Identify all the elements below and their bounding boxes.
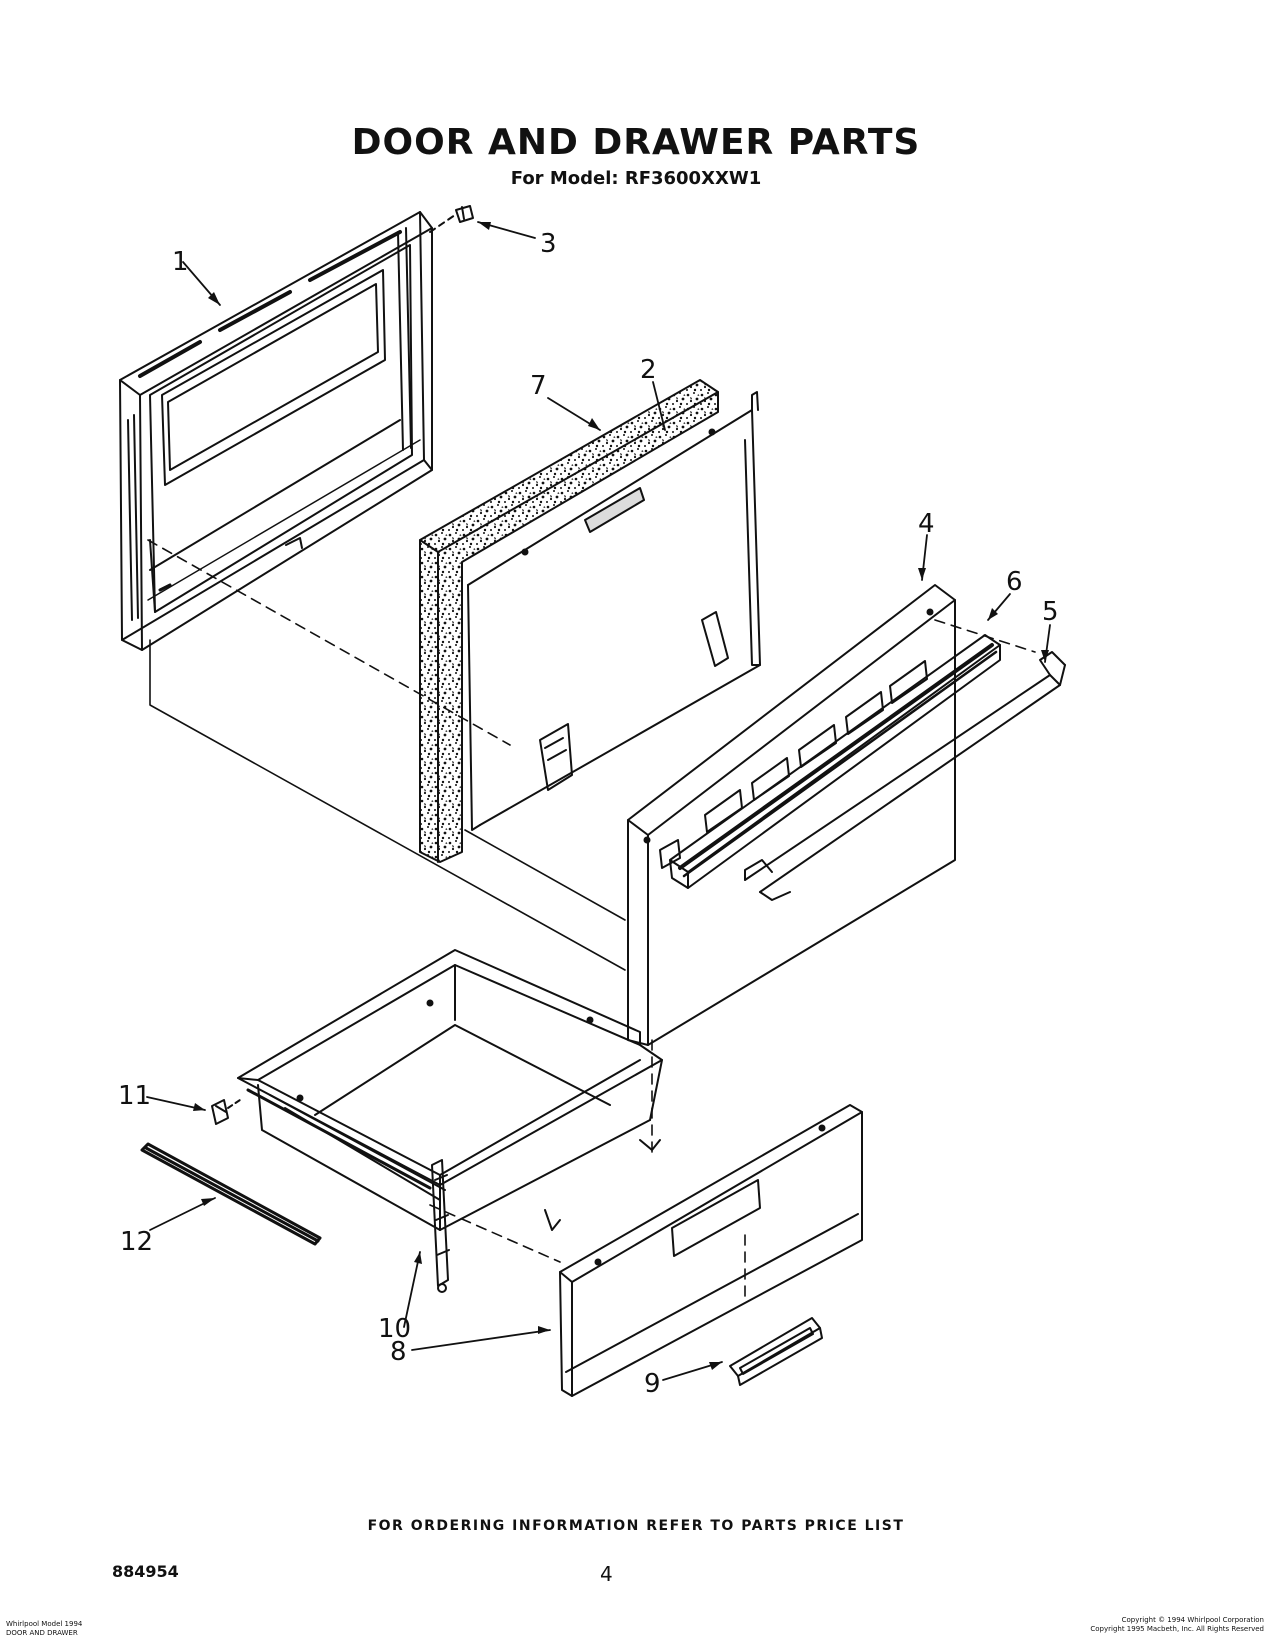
callout-2: 2: [640, 355, 657, 385]
leader-arrowheads: [193, 222, 1049, 1370]
callout-5: 5: [1042, 597, 1059, 627]
oven-door-frame: [119, 211, 433, 651]
footer-left-line-2: DOOR AND DRAWER: [6, 1629, 78, 1637]
page-title: DOOR AND DRAWER PARTS: [351, 122, 921, 163]
door-screw: [429, 205, 474, 233]
door-handle: [744, 651, 1066, 901]
callout-7: 7: [530, 371, 547, 401]
footer-left-line-1: Whirlpool Model 1994: [6, 1620, 83, 1628]
drawer-handle-insert: [729, 1317, 823, 1386]
assembly-guide-lines: [147, 539, 1036, 1301]
callout-11: 11: [118, 1081, 151, 1111]
footer-copyright: Copyright © 1994 Whirlpool Corporation C…: [1090, 1616, 1264, 1634]
drawer-clip: [211, 1099, 241, 1125]
footer-copyright-line-2: Copyright 1995 Macbeth, Inc. All Rights …: [1090, 1625, 1264, 1633]
callout-12: 12: [120, 1227, 153, 1257]
ordering-information-note: FOR ORDERING INFORMATION REFER TO PARTS …: [367, 1518, 905, 1534]
footer-left-fine-print: Whirlpool Model 1994 DOOR AND DRAWER: [6, 1620, 82, 1638]
inner-door-panel: [467, 391, 761, 831]
callout-8: 8: [390, 1337, 407, 1367]
callout-9: 9: [644, 1369, 661, 1399]
door-insulation: [419, 379, 719, 863]
handle-trim-rail: [669, 634, 1001, 889]
callout-1: 1: [172, 247, 189, 277]
callout-3: 3: [540, 229, 557, 259]
page-number: 4: [600, 1562, 613, 1586]
drawer-side-bracket: [431, 1159, 450, 1293]
drawer-glide-rail: [140, 1142, 322, 1246]
footer-copyright-line-1: Copyright © 1994 Whirlpool Corporation: [1121, 1616, 1264, 1624]
callout-6: 6: [1006, 567, 1023, 597]
drawer-body: [237, 949, 663, 1231]
callout-4: 4: [918, 509, 935, 539]
outer-door-panel: [627, 584, 956, 1046]
document-number: 884954: [112, 1562, 179, 1581]
callout-10: 10: [378, 1314, 411, 1344]
leader-lines: [146, 221, 1051, 1381]
door-assembly-outline: [149, 639, 626, 971]
drawer-front-panel: [559, 1104, 863, 1397]
model-subtitle: For Model: RF3600XXW1: [510, 168, 762, 189]
